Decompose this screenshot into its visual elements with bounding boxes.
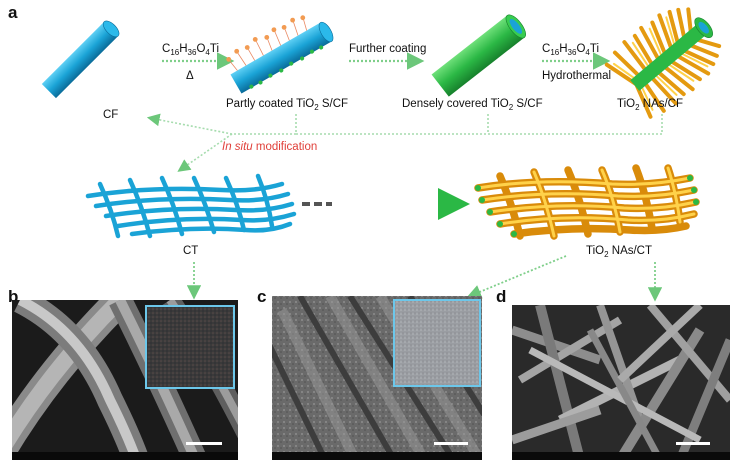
panel-label-b: b (8, 287, 18, 306)
panel-label-c: c (257, 287, 266, 306)
scale-bar-b (186, 442, 222, 445)
cf-label: CF (103, 109, 118, 121)
step2-reagent: Further coating (349, 43, 426, 55)
step1-condition: Δ (186, 70, 194, 82)
sem-image-c (272, 296, 482, 460)
conversion-arrow (302, 188, 470, 220)
carbon-textile-illustration (85, 173, 297, 239)
inset-b (145, 305, 235, 389)
scale-bar-c (434, 442, 468, 445)
scale-bar-d (676, 442, 710, 445)
carbon-fiber-illustration (41, 20, 120, 99)
sem-image-d (512, 305, 730, 460)
sem-pointer-arrows (186, 255, 663, 302)
partly-coated-fiber-illustration (226, 15, 334, 94)
step3-condition: Hydrothermal (542, 70, 611, 82)
nanorod-textile-illustration (474, 164, 700, 240)
sem-image-b (12, 300, 238, 460)
nanorod-fiber-illustration (604, 7, 722, 119)
panel-label-a: a (8, 3, 18, 22)
partly-coated-label: Partly coated TiO2 S/CF (226, 98, 348, 112)
in-situ-connector (146, 113, 663, 172)
panel-label-d: d (496, 287, 506, 306)
step1-reagent: C16H36O4Ti (162, 43, 219, 57)
ct-label: CT (183, 245, 198, 257)
nanorod-textile-label: TiO2 NAs/CT (586, 245, 652, 259)
nanorod-fiber-label: TiO2 NAs/CF (617, 98, 683, 112)
in-situ-modification-label: In situ modification (222, 141, 317, 153)
densely-covered-label: Densely covered TiO2 S/CF (402, 98, 543, 112)
step3-reagent: C16H36O4Ti (542, 43, 599, 57)
densely-covered-fiber-illustration (431, 14, 526, 97)
inset-c (393, 299, 481, 387)
